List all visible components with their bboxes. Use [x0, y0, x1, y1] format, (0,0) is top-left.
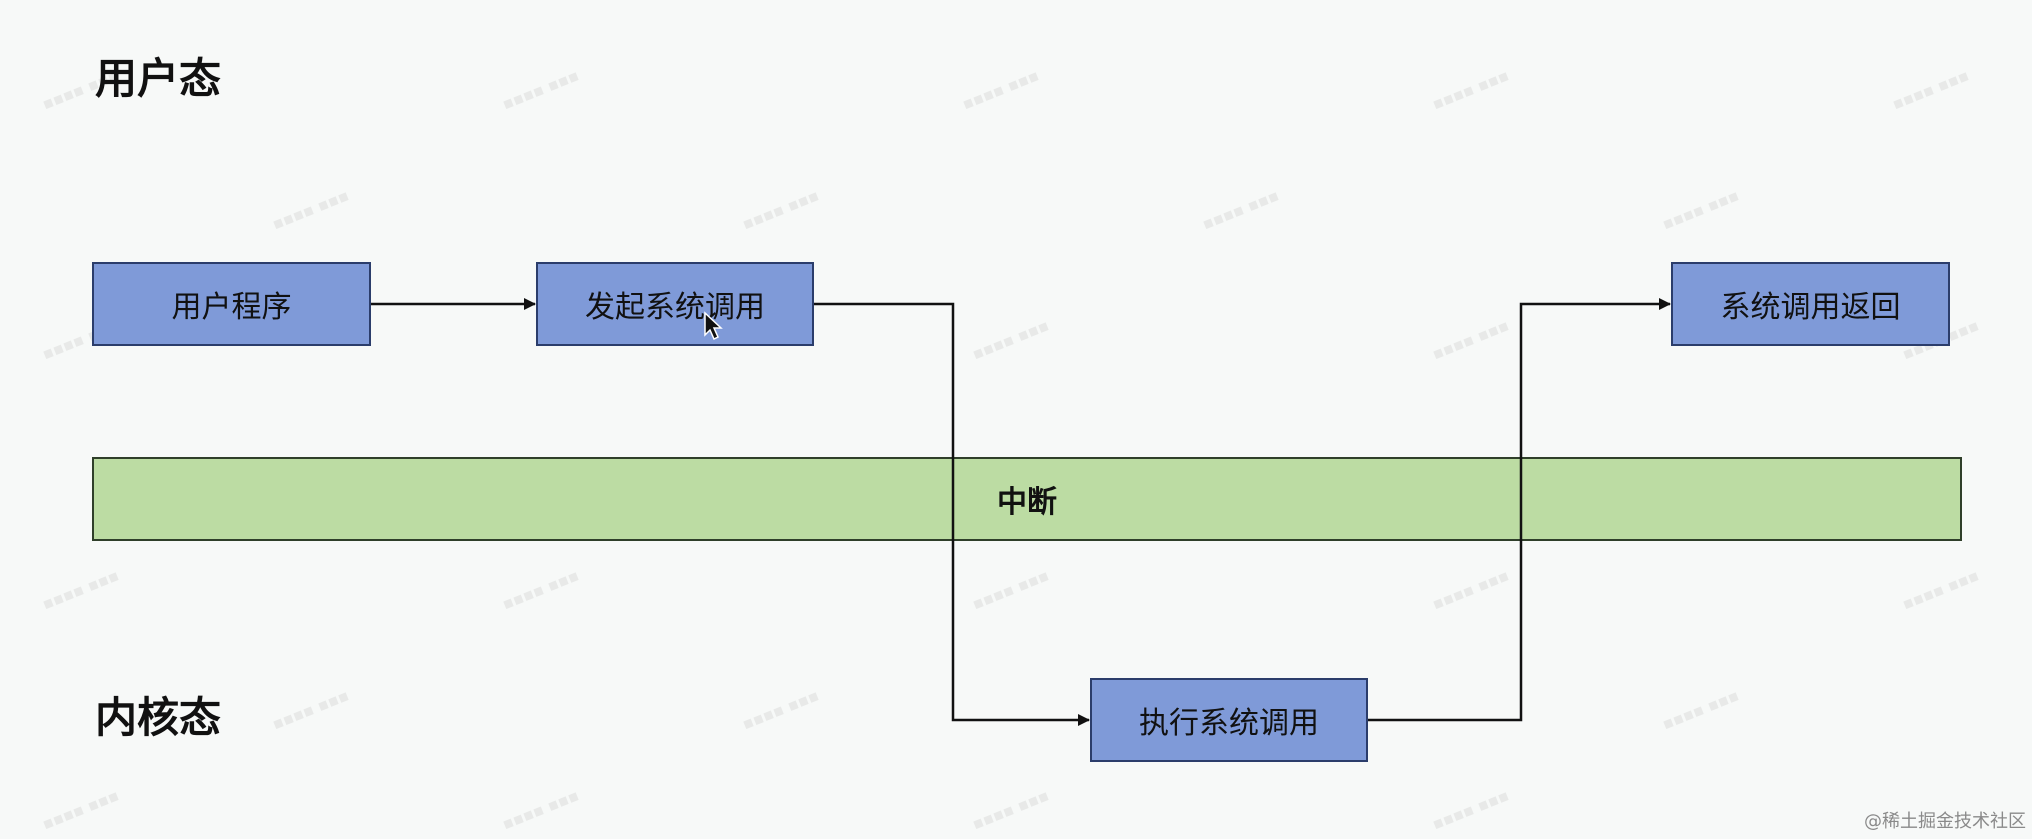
user-mode-label: 用户态: [95, 54, 222, 103]
syscall-return-box: 系统调用返回: [1671, 262, 1950, 346]
source-credit: @稀土掘金技术社区: [1864, 811, 2026, 832]
arrow-initiate-to-execute: [814, 302, 1090, 726]
mouse-pointer-icon: [704, 311, 723, 341]
syscall-return-label: 系统调用返回: [1720, 290, 1901, 325]
arrow-execute-to-return: [1368, 298, 1671, 722]
user-program-label: 用户程序: [171, 290, 292, 325]
execute-syscall-label: 执行系统调用: [1139, 706, 1319, 741]
interrupt-label: 中断: [997, 485, 1057, 520]
interrupt-bar: 中断: [92, 457, 1962, 541]
execute-syscall-box: 执行系统调用: [1090, 678, 1368, 762]
kernel-mode-label: 内核态: [95, 693, 222, 742]
initiate-syscall-box: 发起系统调用: [536, 262, 814, 346]
user-program-box: 用户程序: [92, 262, 371, 346]
initiate-syscall-label: 发起系统调用: [585, 290, 765, 325]
